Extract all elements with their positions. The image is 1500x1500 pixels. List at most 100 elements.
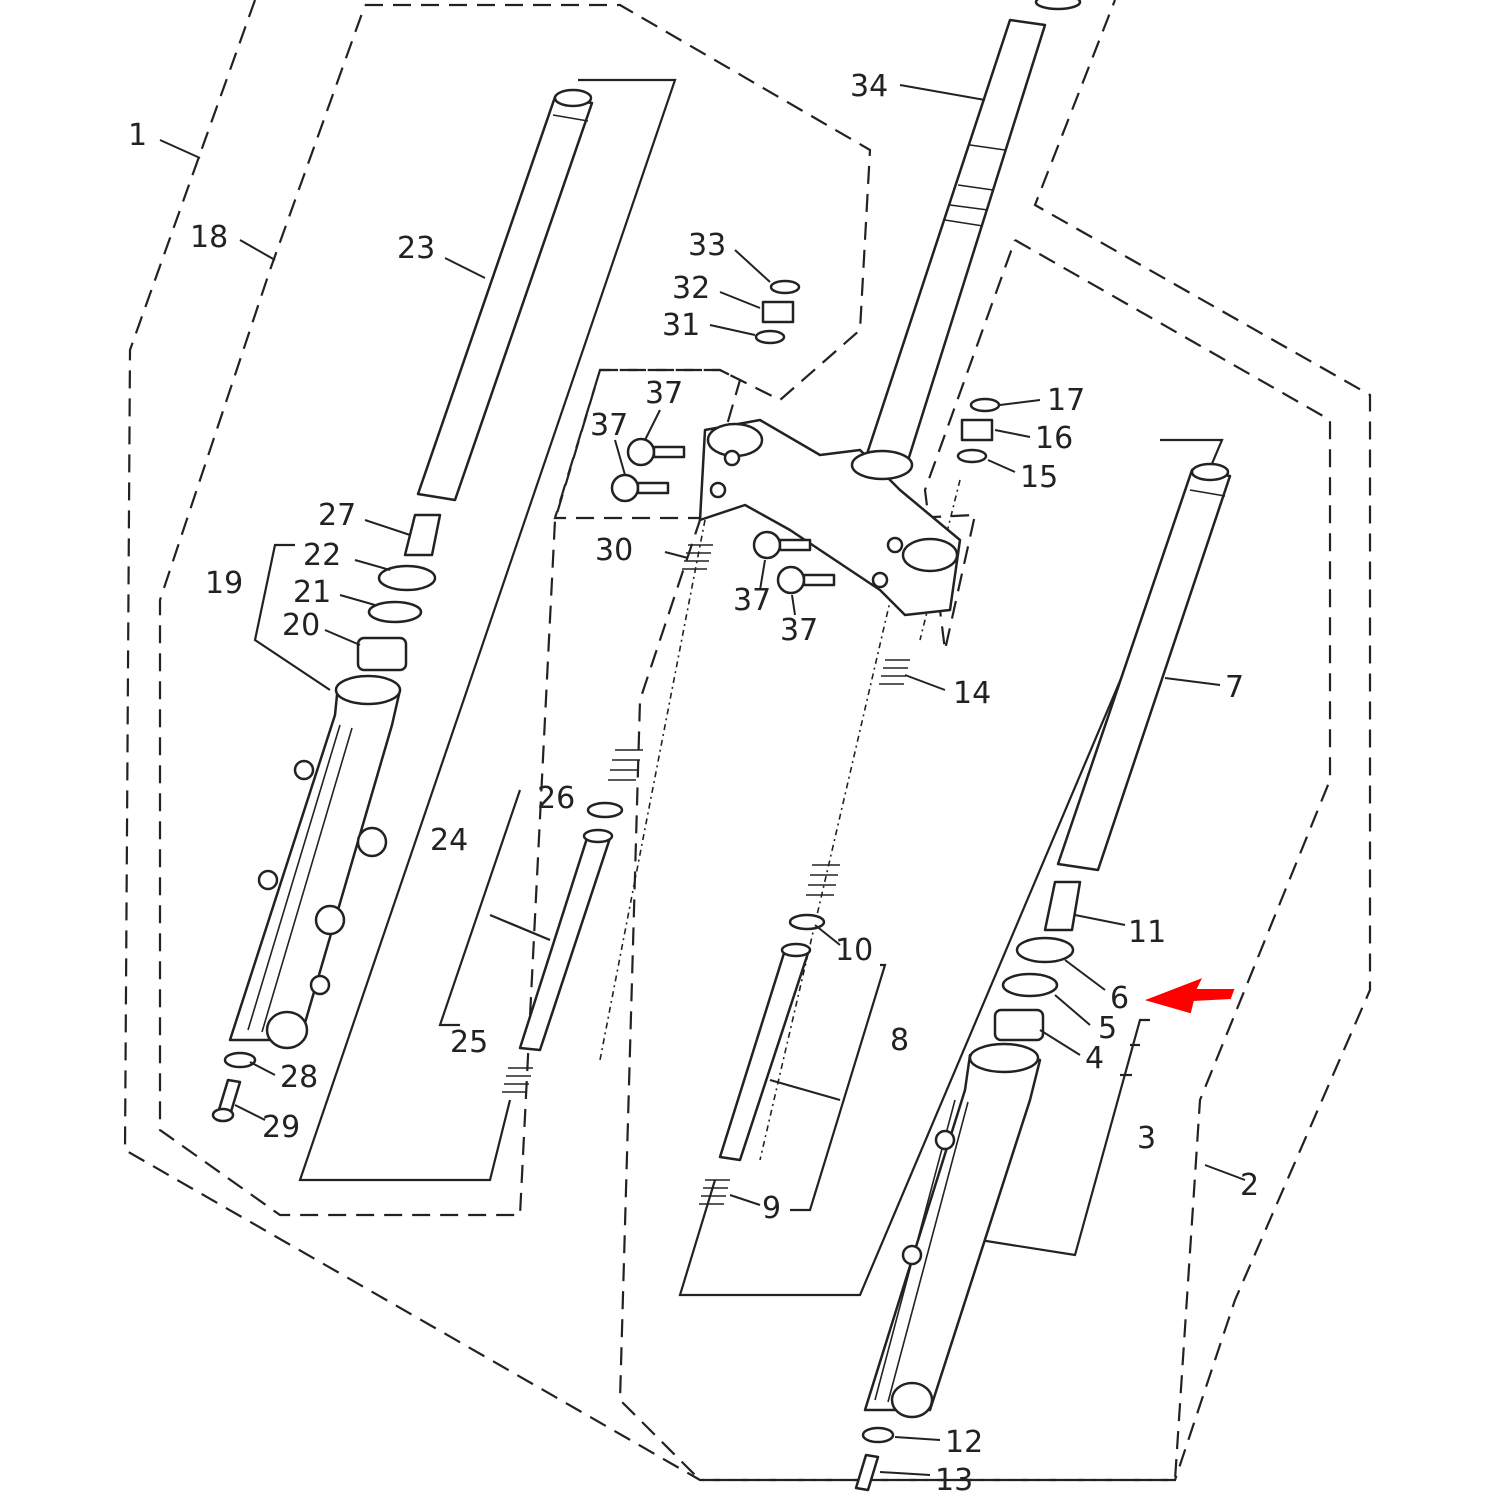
label-part-37-c: 37	[733, 583, 771, 618]
right-bottom-washer	[861, 1426, 895, 1444]
label-part-24: 24	[430, 823, 468, 858]
left-spring-lower	[608, 749, 643, 781]
left-dust-seal	[377, 564, 437, 592]
label-part-19: 19	[205, 566, 243, 601]
label-part-2: 2	[1240, 1168, 1259, 1203]
label-part-27: 27	[318, 498, 356, 533]
left-clip	[367, 600, 423, 624]
label-part-4: 4	[1085, 1041, 1104, 1076]
right-bottom-bolt	[854, 1453, 880, 1492]
label-part-37-d: 37	[780, 613, 818, 648]
steering-stem	[863, 0, 1082, 472]
left-damper-washer-26	[586, 801, 624, 819]
label-part-14: 14	[953, 676, 991, 711]
label-part-22: 22	[303, 538, 341, 573]
label-part-13: 13	[935, 1463, 973, 1498]
bolt-37-a	[626, 437, 686, 467]
under-bracket-stem-boss	[850, 449, 914, 481]
label-part-10: 10	[835, 933, 873, 968]
right-inner-tube-top	[1190, 462, 1230, 482]
label-part-30: 30	[595, 533, 633, 568]
left-outer-lug-3	[309, 974, 331, 996]
label-part-16: 16	[1035, 421, 1073, 456]
leader-lines	[159, 84, 1246, 1476]
right-collar	[1043, 880, 1082, 932]
right-spring-14	[879, 659, 910, 685]
label-part-12: 12	[945, 1425, 983, 1460]
left-bottom-washer	[223, 1051, 257, 1069]
left-oil-seal	[356, 636, 408, 672]
label-part-9: 9	[762, 1191, 781, 1226]
left-fork-parts	[211, 88, 801, 1123]
left-inner-tube	[416, 95, 594, 502]
label-part-11: 11	[1128, 915, 1166, 950]
label-part-21: 21	[293, 575, 331, 610]
label-part-17: 17	[1047, 383, 1085, 418]
right-inner-tube	[1056, 468, 1232, 872]
right-spring-lower	[806, 864, 840, 896]
label-part-18: 18	[190, 220, 228, 255]
bolt-37-b	[610, 473, 670, 503]
bracket-hole-2	[709, 481, 727, 499]
bracket-hole-1	[723, 449, 741, 467]
bracket-24	[438, 789, 522, 1027]
left-outer-lug-2	[257, 869, 279, 891]
left-collar	[403, 513, 442, 557]
right-tube-groove	[1189, 489, 1226, 497]
label-part-25: 25	[450, 1025, 488, 1060]
cap-nut-16	[960, 418, 994, 442]
right-axle-boss	[890, 1381, 934, 1419]
right-damper-rod-top	[780, 942, 812, 958]
axis-right-damper	[759, 579, 896, 1161]
stem-ring-4	[944, 219, 984, 227]
bolt-37-d	[776, 565, 836, 595]
cap-nut-32	[761, 300, 795, 324]
label-part-31: 31	[662, 308, 700, 343]
label-part-8: 8	[890, 1023, 909, 1058]
stem-ring-3	[949, 204, 989, 211]
left-caliper-mount-2	[314, 904, 346, 936]
right-outer-lug-2	[901, 1244, 923, 1266]
label-part-32: 32	[672, 271, 710, 306]
right-dust-seal	[1015, 936, 1075, 964]
outline-assembly-1	[123, 0, 1372, 1482]
bolt-37-c	[752, 530, 812, 560]
label-part-1: 1	[128, 118, 147, 153]
bracket-19	[253, 543, 331, 691]
red-arrow-icon	[1144, 978, 1235, 1014]
label-part-6: 6	[1110, 981, 1129, 1016]
right-oil-seal	[993, 1008, 1045, 1042]
left-caliper-mount-1	[356, 826, 388, 858]
right-clip	[1001, 972, 1059, 998]
left-outer-tube-top	[334, 674, 402, 706]
label-part-26: 26	[537, 781, 575, 816]
label-part-37-b: 37	[590, 408, 628, 443]
label-part-15: 15	[1020, 460, 1058, 495]
bracket-hole-3	[886, 536, 904, 554]
left-axle-boss	[265, 1010, 309, 1050]
stem-ring-1	[969, 144, 1006, 151]
left-spring-30	[682, 544, 713, 570]
axis-left-damper	[599, 519, 706, 1061]
left-spring-25	[502, 1067, 533, 1093]
left-fork-brackets	[253, 78, 677, 1182]
right-spring-9	[699, 1179, 730, 1205]
label-part-20: 20	[282, 608, 320, 643]
right-fork-parts	[699, 397, 1232, 1492]
stem-ring-2	[957, 184, 994, 191]
left-tube-groove	[552, 114, 589, 122]
bracket-hole-4	[871, 571, 889, 589]
label-part-37-a: 37	[645, 376, 683, 411]
right-fork-brackets	[678, 438, 1224, 1297]
label-part-28: 28	[280, 1060, 318, 1095]
label-part-23: 23	[397, 231, 435, 266]
label-part-29: 29	[262, 1110, 300, 1145]
stem-top-nut	[1034, 0, 1082, 11]
right-outer-tube-top	[968, 1042, 1040, 1074]
label-part-34: 34	[850, 69, 888, 104]
under-bracket-right-bore	[901, 537, 959, 573]
under-bracket-body	[698, 418, 962, 617]
under-bracket	[698, 418, 962, 617]
right-damper-rod	[718, 948, 810, 1162]
